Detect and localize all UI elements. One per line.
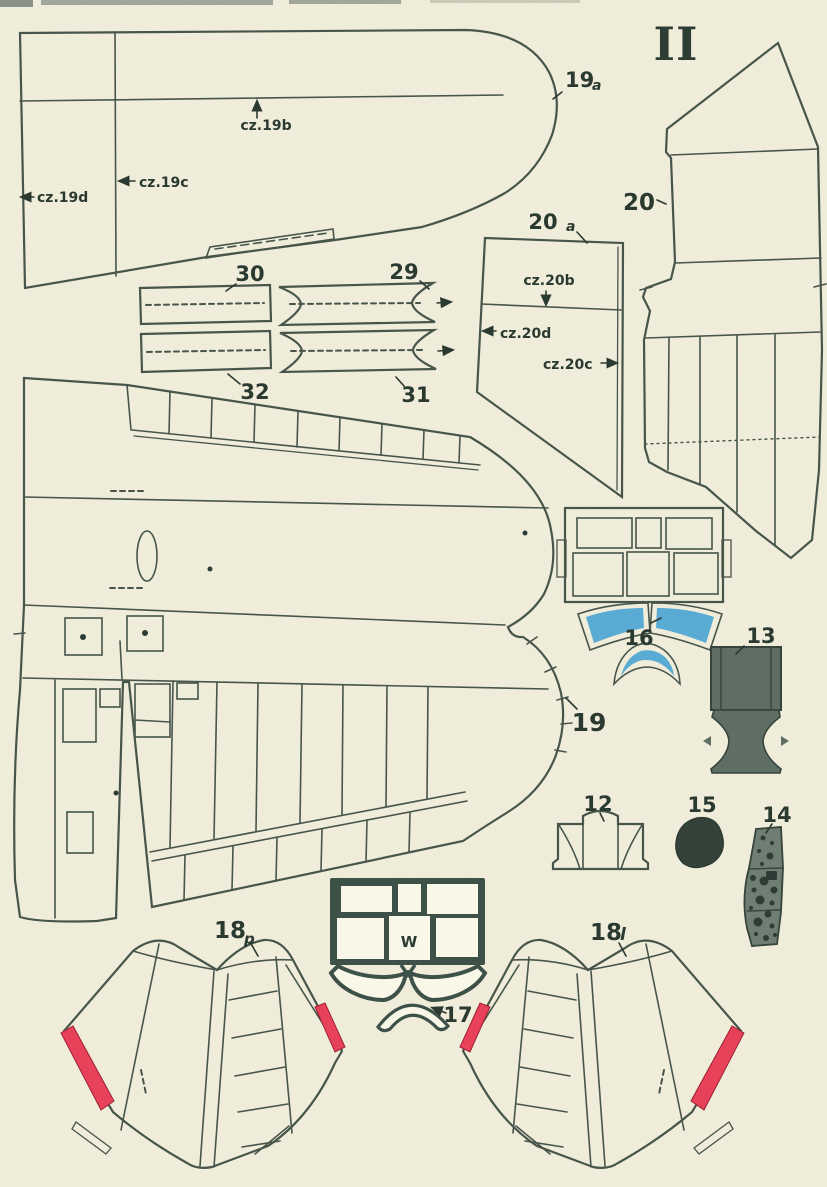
- part-20a-label: 20: [528, 210, 557, 234]
- part-32-label: 32: [240, 380, 269, 404]
- part-18l-panel-lines: [466, 943, 685, 1168]
- part-20a-label-suffix: a: [566, 219, 575, 235]
- part-20-label: 20: [623, 190, 655, 216]
- part-31-outline: [278, 328, 439, 374]
- part-20a: 20 a cz.20b cz.20d cz.20c: [475, 210, 625, 500]
- part-18p-label-suffix: p: [243, 930, 255, 948]
- part-29-label: 29: [389, 260, 418, 284]
- part-19-label: 19: [572, 708, 607, 737]
- sheet-number: II: [653, 17, 698, 71]
- part-20-outline: [641, 41, 824, 560]
- part-29: 29: [277, 260, 454, 327]
- part-16-label: 16: [624, 626, 653, 650]
- part-13-label: 13: [746, 624, 775, 648]
- part-19-tip-ticks: [526, 636, 573, 753]
- part-13-bottom: [710, 709, 782, 774]
- part-18p: 18 p: [60, 918, 346, 1169]
- part-30-label: 30: [235, 262, 264, 286]
- part-15: 15: [675, 793, 724, 869]
- scan-edge-artifacts: [0, 0, 580, 7]
- part-30: 30: [138, 262, 273, 326]
- part-15-outline: [675, 816, 724, 869]
- part-12-label: 12: [583, 792, 612, 816]
- part-19a-label-suffix: a: [592, 78, 601, 94]
- part-16-crescent-pane: [613, 642, 681, 687]
- part-16-side-panes: [576, 602, 724, 652]
- part-19a-annotation-d: cz.19d: [37, 190, 88, 206]
- part-19: 19: [13, 376, 607, 923]
- part-17-frame-panes: [337, 884, 478, 960]
- part-19a: cz.19b cz.19c cz.19d 19 a: [18, 28, 601, 290]
- part-14-label: 14: [762, 803, 791, 827]
- part-17-label: 17: [443, 1003, 472, 1027]
- part-30-outline: [138, 283, 273, 326]
- part-12: 12: [551, 792, 650, 871]
- part-15-label: 15: [687, 793, 716, 817]
- part-14: 14: [743, 803, 792, 947]
- part-19a-outline: [18, 28, 558, 290]
- part-18p-label: 18: [214, 918, 246, 944]
- part-19a-annotation-b: cz.19b: [240, 118, 291, 134]
- part-19a-label: 19: [565, 68, 594, 92]
- part-20a-outline: [475, 236, 625, 500]
- part-18l: 18 l: [459, 920, 745, 1169]
- part-29-outline: [277, 281, 438, 327]
- part-19-lower-ribs: [134, 680, 468, 901]
- part-31: 31: [278, 328, 456, 407]
- part-20a-annotation-b: cz.20b: [523, 273, 574, 289]
- part-32-outline: [139, 329, 273, 374]
- part-17-left-arm: [328, 963, 409, 1003]
- part-16: 16: [556, 506, 732, 687]
- part-20a-annotation-c: cz.20c: [543, 357, 593, 373]
- part-19-rib-band: [126, 384, 481, 471]
- part-32: 32: [139, 329, 273, 404]
- part-17-w-marking: W: [401, 933, 418, 951]
- part-18l-label: 18: [590, 920, 622, 946]
- part-18l-right-red-stripe: [690, 1025, 745, 1111]
- part-20: 20: [623, 41, 827, 560]
- part-20a-annotation-d: cz.20d: [500, 326, 551, 342]
- part-18p-panel-lines: [120, 943, 339, 1168]
- part-16-panes: [572, 517, 719, 597]
- part-18p-right-red-stripe: [314, 1002, 346, 1053]
- part-18p-left-red-stripe: [60, 1025, 115, 1111]
- part-31-label: 31: [401, 383, 430, 407]
- part-17: W 17: [328, 878, 488, 1033]
- part-18p-bottom-flap: [71, 1121, 112, 1155]
- part-16-frame: [563, 506, 725, 604]
- part-19-left-panel-details: [54, 679, 121, 919]
- part-19a-annotation-c: cz.19c: [139, 175, 189, 191]
- part-12-outline: [551, 809, 650, 871]
- part-18l-bottom-flap: [693, 1121, 734, 1155]
- part-14-dials: [749, 835, 778, 941]
- part-13: 13: [703, 624, 789, 774]
- part-19-outline: [13, 376, 565, 923]
- part-17-right-arm: [407, 963, 488, 1003]
- part-19a-glue-flap: [204, 228, 335, 259]
- part-18l-left-red-stripe: [459, 1002, 491, 1053]
- part-18l-label-suffix: l: [620, 925, 627, 945]
